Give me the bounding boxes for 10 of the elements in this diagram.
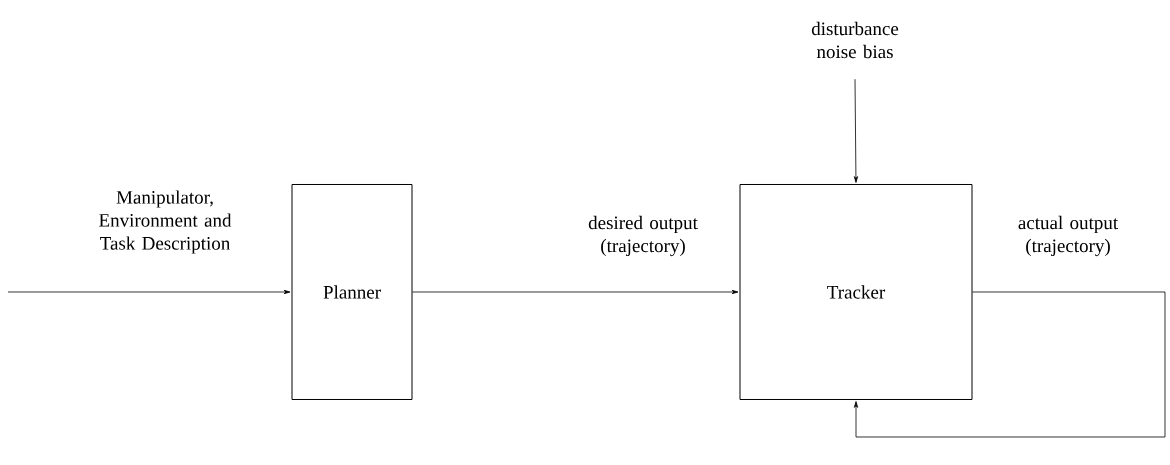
arrow xyxy=(853,291,1166,438)
edge-label: desired output (trajectory) xyxy=(588,215,698,257)
input-label: disturbance noise bias xyxy=(811,21,899,59)
arrow xyxy=(412,289,739,295)
process-box: Planner xyxy=(291,184,413,400)
arrow xyxy=(853,78,858,183)
arrow xyxy=(7,289,291,295)
process-box: Tracker xyxy=(739,184,973,400)
edge-label: Manipulator, Environment and Task Description xyxy=(99,190,232,254)
edge-label: actual output (trajectory) xyxy=(1018,215,1118,257)
